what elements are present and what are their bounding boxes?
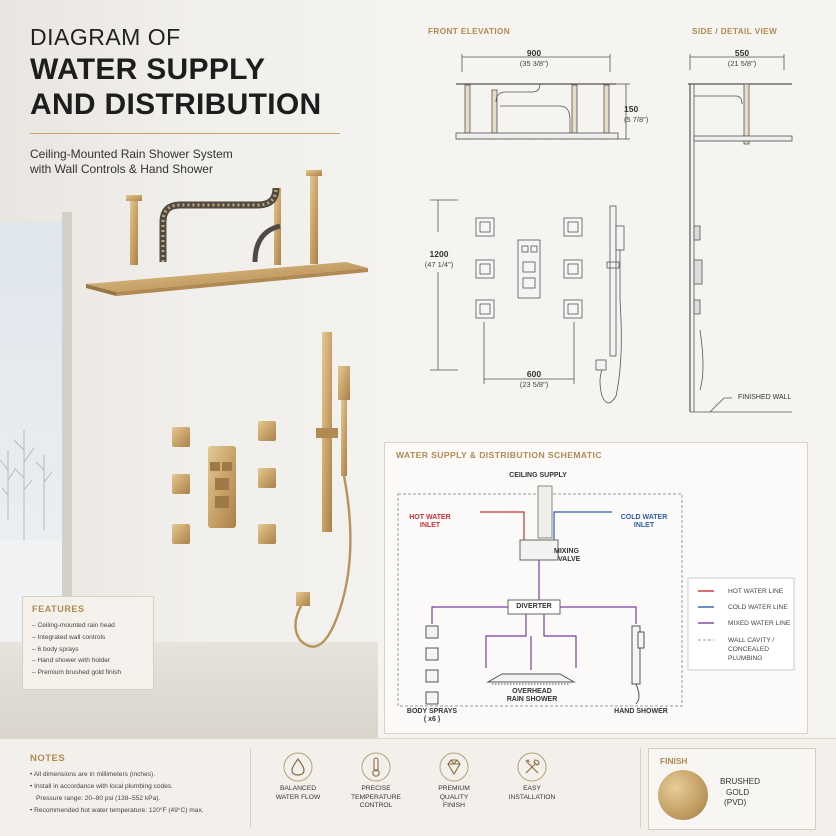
badge-line: CONTROL — [359, 802, 393, 809]
badge-line: PRECISE — [361, 785, 391, 792]
hot-inlet-label-1: HOT WATER — [409, 514, 451, 521]
badge-line: QUALITY — [439, 793, 469, 801]
schematic-title: WATER SUPPLY & DISTRIBUTION SCHEMATIC — [396, 450, 602, 460]
overhead-label-2: RAIN SHOWER — [506, 696, 558, 703]
photo-body-sprays — [172, 421, 276, 544]
note-item: • All dimensions are in millimeters (inc… — [30, 771, 156, 778]
feature-item: – 6 body sprays — [32, 645, 79, 653]
mixing-valve-label-2: VALVE — [558, 556, 581, 563]
badge-line: BALANCED — [279, 785, 317, 792]
cold-inlet-label-1: COLD WATER — [620, 514, 668, 521]
subtitle-line-1: Ceiling-Mounted Rain Shower System — [30, 147, 233, 161]
front-height-mm: 1200 — [429, 249, 449, 259]
features-panel: FEATURES – Ceiling-mounted rain head – I… — [22, 596, 154, 690]
side-depth-in: (21 5/8") — [727, 59, 757, 68]
title-line-2: WATER SUPPLY — [30, 53, 266, 86]
side-view-label: SIDE / DETAIL VIEW — [692, 27, 778, 36]
hot-inlet-label-2: INLET — [419, 522, 441, 529]
front-drop-mm: 150 — [624, 104, 639, 114]
ceiling-supply-label: CEILING SUPPLY — [509, 472, 567, 479]
legend-mixed: MIXED WATER LINE — [728, 620, 791, 627]
badge-balanced-flow: BALANCED WATER FLOW — [256, 752, 340, 802]
front-width-in: (35 3/8") — [519, 59, 549, 68]
front-height-in: (47 1/4") — [424, 260, 454, 269]
divider — [250, 748, 251, 828]
front-spacing-in: (23 5/8") — [519, 380, 549, 389]
badge-easy-installation: EASY INSTALLATION — [490, 752, 574, 802]
badge-line: FINISH — [443, 802, 465, 809]
diamond-icon — [439, 752, 469, 782]
finish-line: (PVD) — [724, 798, 747, 807]
finish-heading: FINISH — [660, 756, 688, 766]
feature-item: – Ceiling-mounted rain head — [32, 622, 115, 629]
badge-line: INSTALLATION — [508, 793, 556, 801]
hand-shower-label: HAND SHOWER — [614, 708, 668, 715]
side-depth-mm: 550 — [734, 48, 750, 58]
title-divider — [30, 133, 340, 134]
cold-inlet-label-2: INLET — [633, 522, 655, 529]
gold-swatch — [658, 770, 708, 820]
finish-text: BRUSHED GOLD (PVD) — [720, 777, 760, 809]
schematic-drawing — [397, 485, 795, 707]
note-item: • Recommended hot water temperature: 120… — [30, 807, 204, 814]
legend-cavity-2: CONCEALED — [728, 646, 770, 653]
thermometer-icon — [361, 752, 391, 782]
feature-item: – Integrated wall controls — [32, 633, 106, 641]
title-block: DIAGRAM OF WATER SUPPLY AND DISTRIBUTION — [30, 22, 340, 122]
finish-line: BRUSHED — [720, 777, 761, 786]
front-elevation-drawing — [430, 54, 630, 404]
title-line-1: DIAGRAM OF — [30, 24, 181, 50]
front-drop-in: (5 7/8") — [624, 115, 649, 124]
divider — [640, 748, 641, 828]
badge-premium-finish: PREMIUM QUALITY FINISH — [412, 752, 496, 811]
diverter-label: DIVERTER — [516, 603, 552, 610]
legend-cavity-3: PLUMBING — [728, 655, 763, 662]
notes-heading: NOTES — [30, 753, 66, 764]
legend-cavity-1: WALL CAVITY / — [728, 637, 775, 644]
subtitle: Ceiling-Mounted Rain Shower System with … — [30, 147, 290, 177]
feature-item: – Premium brushed gold finish — [32, 669, 122, 677]
body-sprays-label-1: BODY SPRAYS — [406, 708, 458, 715]
subtitle-line-2: with Wall Controls & Hand Shower — [30, 162, 213, 176]
finish-line: GOLD — [726, 787, 750, 797]
legend-cold: COLD WATER LINE — [728, 604, 788, 611]
badge-line: PREMIUM — [438, 785, 470, 792]
front-spacing-mm: 600 — [526, 369, 542, 379]
tools-icon — [517, 752, 547, 782]
note-item: • Install in accordance with local plumb… — [30, 783, 174, 790]
badge-line: EASY — [523, 785, 541, 792]
legend-hot: HOT WATER LINE — [728, 588, 784, 595]
side-view-drawing — [688, 54, 793, 413]
features-list: – Ceiling-mounted rain head – Integrated… — [32, 620, 144, 679]
badge-precise-temperature: PRECISE TEMPERATURE CONTROL — [334, 752, 418, 811]
feature-item: – Hand shower with holder — [32, 657, 111, 665]
badge-line: WATER FLOW — [275, 793, 321, 801]
front-width-mm: 900 — [526, 48, 542, 58]
note-item: Pressure range: 20–80 psi (138–552 kPa). — [36, 795, 161, 802]
finished-wall-label: FINISHED WALL — [738, 394, 792, 401]
features-heading: FEATURES — [32, 604, 85, 614]
body-sprays-label-2: ( x6 ) — [423, 716, 441, 723]
badge-line: TEMPERATURE — [350, 793, 402, 801]
front-elevation-label: FRONT ELEVATION — [428, 27, 511, 36]
overhead-label-1: OVERHEAD — [512, 688, 552, 695]
mixing-valve-label-1: MIXING — [554, 548, 579, 555]
water-drop-icon — [283, 752, 313, 782]
title-line-3: AND DISTRIBUTION — [30, 88, 322, 121]
